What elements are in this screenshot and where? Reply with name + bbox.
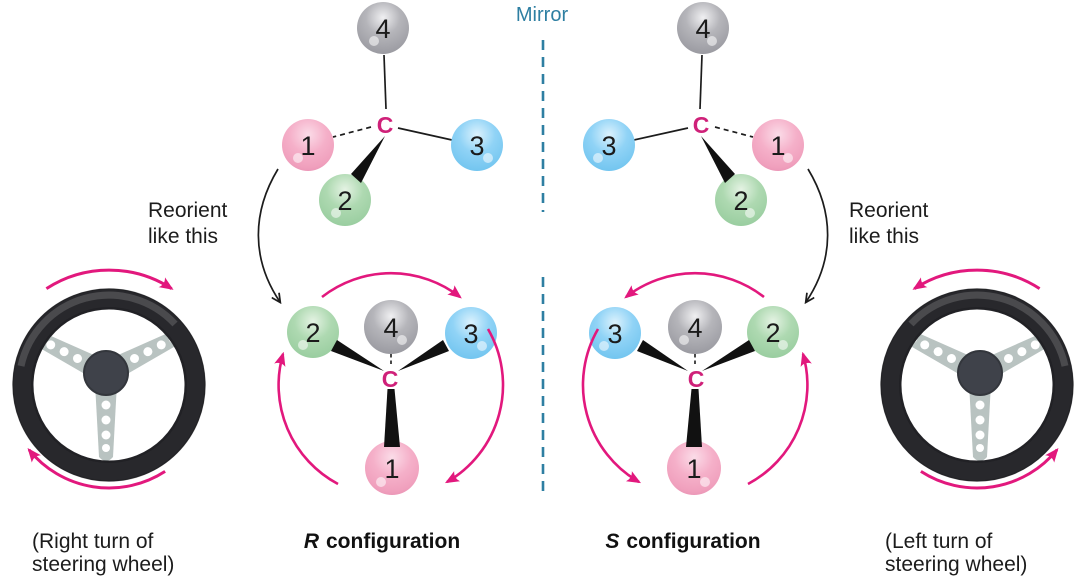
molecule-top-right-labels: 4 3 1 2 C: [601, 14, 785, 216]
caption-right-wheel: (Left turn of steering wheel): [885, 530, 1027, 576]
molecule-top-left-labels: 4 1 3 2 C: [300, 14, 484, 216]
atom-label: 4: [375, 14, 390, 44]
s-word: configuration: [626, 530, 760, 553]
atom-label: 1: [384, 454, 399, 484]
atom-label: 3: [601, 131, 616, 161]
atom-label: 1: [686, 454, 701, 484]
atom-label: 2: [337, 186, 352, 216]
carbon-label: C: [377, 112, 394, 138]
right-half-artwork: [583, 2, 1073, 495]
reorient-line1: Reorient: [849, 199, 929, 222]
atom-label: 3: [469, 131, 484, 161]
carbon-label: C: [382, 366, 399, 392]
caption-line2: steering wheel): [885, 553, 1027, 576]
molecule-bottom-left-labels: 2 4 3 1 C: [305, 313, 478, 484]
caption-line2: steering wheel): [32, 553, 174, 576]
reorient-line2: like this: [849, 225, 919, 248]
atom-label: 2: [305, 318, 320, 348]
atom-label: 3: [463, 319, 478, 349]
reorient-note-left: Reorient like this: [148, 199, 228, 248]
r-word: configuration: [326, 530, 460, 553]
atom-label: 2: [733, 186, 748, 216]
r-symbol: R: [304, 530, 320, 553]
reorient-line2: like this: [148, 225, 218, 248]
carbon-label: C: [688, 366, 705, 392]
molecule-bottom-right-labels: 3 4 2 1 C: [607, 313, 780, 484]
atom-label: 1: [770, 131, 785, 161]
atom-label: 4: [687, 313, 702, 343]
caption-line1: (Left turn of: [885, 530, 993, 553]
atom-label: 2: [765, 318, 780, 348]
atom-label: 3: [607, 319, 622, 349]
left-half-artwork: [13, 2, 503, 495]
s-symbol: S: [605, 530, 619, 553]
atom-label: 4: [383, 313, 398, 343]
caption-left-wheel: (Right turn of steering wheel): [32, 530, 174, 576]
atom-label: 4: [695, 14, 710, 44]
mirror-label: Mirror: [516, 4, 569, 26]
caption-line1: (Right turn of: [32, 530, 154, 553]
atom-label: 1: [300, 131, 315, 161]
reorient-line1: Reorient: [148, 199, 228, 222]
reorient-note-right: Reorient like this: [849, 199, 929, 248]
carbon-label: C: [693, 112, 710, 138]
